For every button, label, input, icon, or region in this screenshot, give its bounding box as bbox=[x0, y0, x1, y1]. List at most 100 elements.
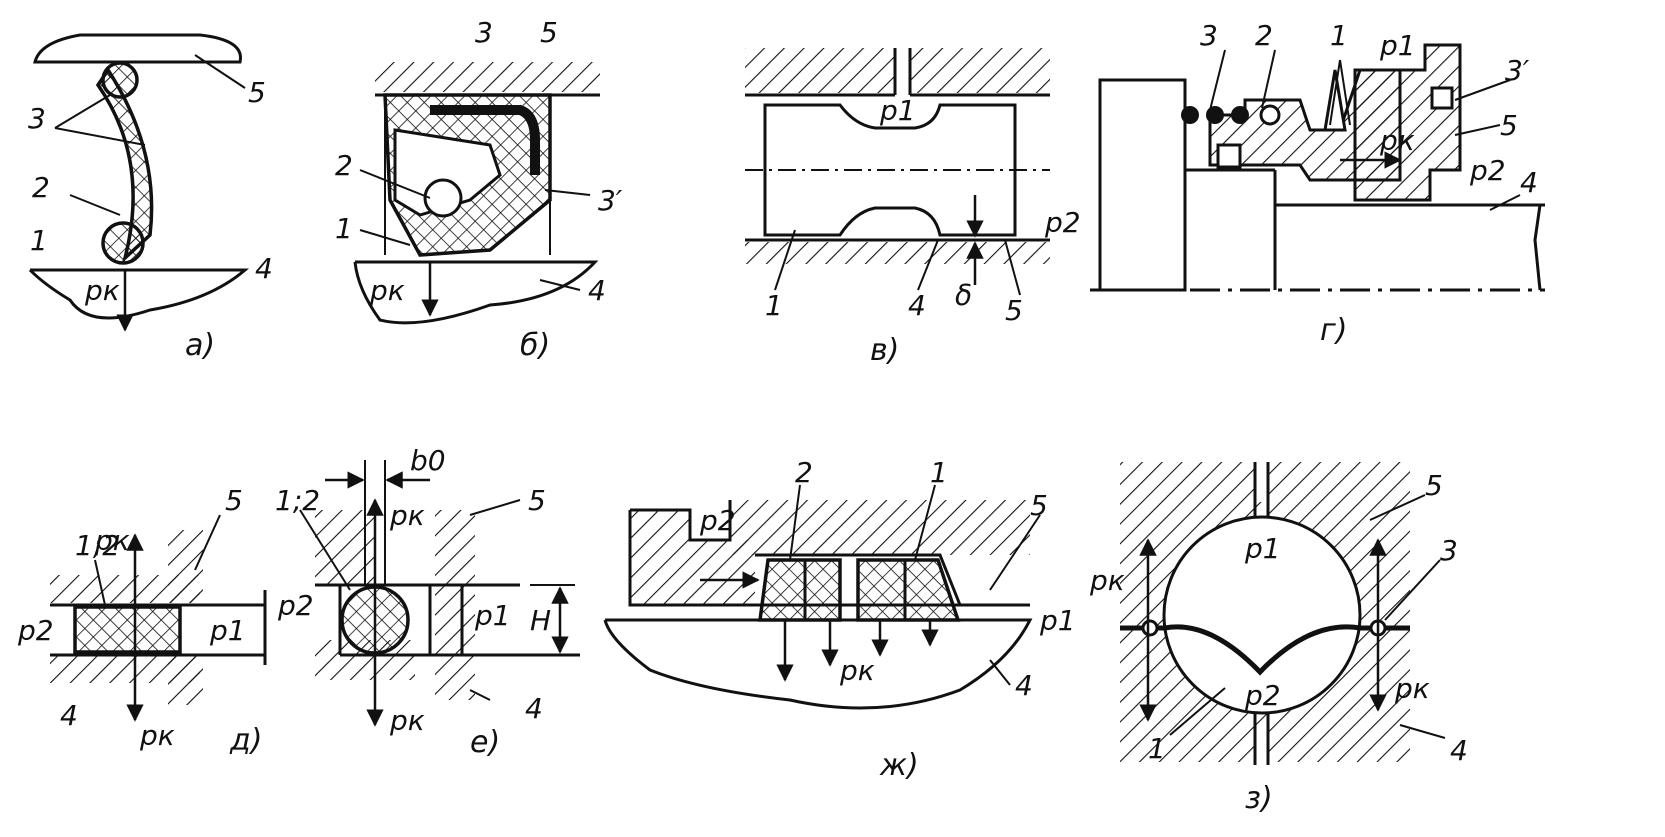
metal-insert bbox=[430, 105, 540, 175]
label-1: 1 bbox=[1148, 732, 1166, 765]
label-4: 4 bbox=[1520, 166, 1538, 199]
seal-ring-1-2 bbox=[73, 605, 182, 654]
panel-zh: p2 2 1 5 p1 pк 4 ж) bbox=[603, 456, 1076, 783]
leader-4 bbox=[539, 279, 581, 291]
label-1: 1 bbox=[335, 212, 353, 245]
label-pk: pк bbox=[84, 274, 120, 307]
label-5: 5 bbox=[1030, 489, 1048, 522]
label-5: 5 bbox=[528, 484, 546, 517]
label-1: 1 bbox=[930, 456, 948, 489]
label-pk-top: pк bbox=[389, 499, 425, 532]
label-pk-top: pк bbox=[94, 524, 130, 557]
panel-a: 5 3 2 1 4 pк а) bbox=[28, 33, 273, 363]
leader-4 bbox=[917, 239, 939, 291]
label-4: 4 bbox=[60, 699, 78, 732]
spring-coil bbox=[1206, 106, 1224, 124]
label-H: H bbox=[530, 604, 551, 637]
label-p2: p2 bbox=[1244, 679, 1281, 712]
label-pk-bottom: pк bbox=[139, 719, 175, 752]
caption-b: б) bbox=[520, 328, 550, 363]
label-p2: p2 bbox=[277, 589, 314, 622]
label-pk-left: pк bbox=[1089, 564, 1125, 597]
label-pk: pк bbox=[839, 654, 875, 687]
spring-coil bbox=[1181, 106, 1199, 124]
leader-3b bbox=[54, 127, 146, 146]
leader-2 bbox=[69, 194, 121, 216]
seal-bead-bottom bbox=[101, 221, 145, 265]
bead-3-left bbox=[1141, 619, 1159, 637]
label-5: 5 bbox=[248, 76, 266, 109]
label-4: 4 bbox=[1015, 669, 1033, 702]
label-p1: p1 bbox=[474, 599, 511, 632]
label-p1: p1 bbox=[1039, 604, 1076, 637]
label-p1: p1 bbox=[1244, 532, 1281, 565]
shaft-surface bbox=[353, 260, 599, 325]
housing-hatch bbox=[375, 62, 600, 92]
piston-body bbox=[763, 103, 1017, 237]
shaft-surface bbox=[603, 618, 1033, 710]
o-ring-3 bbox=[1216, 143, 1242, 169]
caption-e: е) bbox=[470, 725, 500, 760]
leader-5 bbox=[1004, 239, 1021, 296]
panel-d: 1;2 5 pк p2 p1 4 pк д) bbox=[17, 484, 267, 758]
caption-z: з) bbox=[1245, 781, 1273, 816]
label-5: 5 bbox=[540, 16, 558, 49]
label-delta: δ bbox=[955, 279, 972, 312]
leader-1 bbox=[359, 229, 411, 246]
label-3: 3 bbox=[28, 102, 46, 135]
label-2: 2 bbox=[795, 456, 813, 489]
packing-ring-2 bbox=[758, 558, 842, 622]
o-ring-3-prime bbox=[1430, 86, 1454, 110]
leader-3a bbox=[54, 94, 111, 129]
label-2: 2 bbox=[1255, 19, 1273, 52]
label-pk-right: pк bbox=[1394, 672, 1430, 705]
leader-3p bbox=[544, 189, 591, 196]
label-5: 5 bbox=[1500, 109, 1518, 142]
label-4: 4 bbox=[908, 289, 926, 322]
label-p1: p1 bbox=[1379, 29, 1416, 62]
label-pk-bottom: pк bbox=[389, 704, 425, 737]
left-block bbox=[1098, 78, 1187, 292]
label-4: 4 bbox=[525, 692, 543, 725]
shaft-surface bbox=[28, 268, 250, 320]
label-2: 2 bbox=[335, 149, 353, 182]
panel-v: p1 p2 1 4 5 δ в) bbox=[745, 48, 1081, 368]
panel-z: 5 p1 pк 3 pк p2 1 4 з) bbox=[1089, 462, 1468, 816]
leader-5 bbox=[194, 54, 246, 89]
panel-e: b0 1;2 pк 5 p2 p1 H 4 pк е) bbox=[275, 444, 580, 760]
spring-coil bbox=[1231, 106, 1249, 124]
caption-zh: ж) bbox=[879, 748, 919, 783]
caption-v: в) bbox=[870, 333, 899, 368]
label-p2: p2 bbox=[17, 614, 54, 647]
wedge-1 bbox=[1323, 69, 1347, 132]
label-3: 3 bbox=[1440, 534, 1458, 567]
spring-coil bbox=[1259, 104, 1281, 126]
label-p2: p2 bbox=[699, 504, 736, 537]
label-p2: p2 bbox=[1044, 206, 1081, 239]
label-1-2: 1;2 bbox=[275, 484, 320, 517]
label-3-prime: 3′ bbox=[598, 184, 623, 217]
label-b0: b0 bbox=[410, 444, 446, 477]
label-4: 4 bbox=[588, 274, 606, 307]
housing-ring bbox=[1353, 43, 1462, 202]
panel-b: 3 5 2 3′ 1 pк 4 б) bbox=[335, 16, 623, 363]
caption-a: а) bbox=[185, 328, 215, 363]
cover-plate bbox=[33, 33, 242, 64]
label-2: 2 bbox=[32, 171, 50, 204]
label-3: 3 bbox=[475, 16, 493, 49]
label-5: 5 bbox=[1005, 294, 1023, 327]
label-1: 1 bbox=[765, 289, 783, 322]
chamber bbox=[1162, 515, 1362, 715]
label-pk: pк bbox=[369, 274, 405, 307]
spring-ring bbox=[423, 178, 463, 218]
label-3: 3 bbox=[1200, 19, 1218, 52]
label-3-prime: 3′ bbox=[1505, 54, 1530, 87]
label-5: 5 bbox=[225, 484, 243, 517]
label-pk: pк bbox=[1379, 124, 1415, 157]
label-p2: p2 bbox=[1469, 154, 1506, 187]
label-1: 1 bbox=[1330, 19, 1348, 52]
label-1-2: 1;2 bbox=[75, 529, 120, 562]
label-4: 4 bbox=[255, 252, 273, 285]
panel-g: 3 2 1 p1 3′ pк 5 p2 4 г) bbox=[1090, 19, 1545, 348]
